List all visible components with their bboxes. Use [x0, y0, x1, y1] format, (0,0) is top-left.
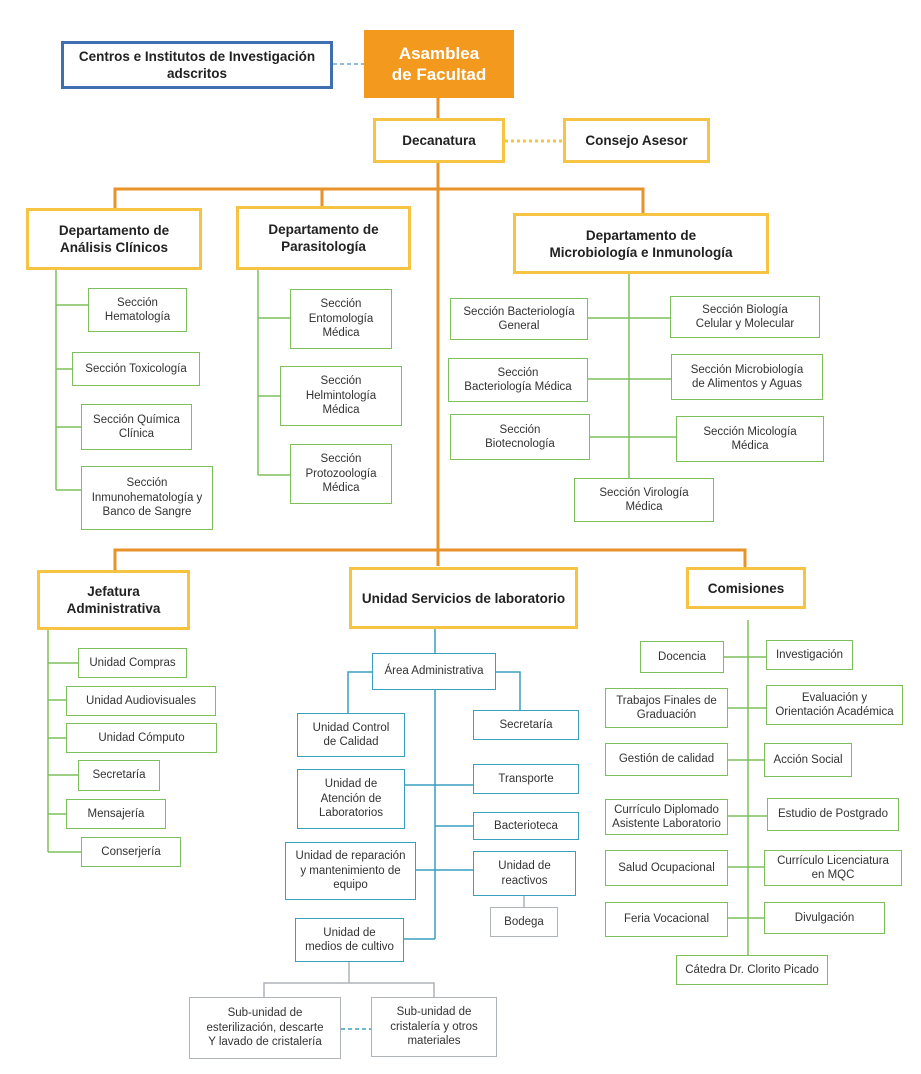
dep-microbiologia-box: Departamento de Microbiología e Inmunolo… — [513, 213, 769, 274]
trabajos-finales-box: Trabajos Finales de Graduación — [605, 688, 728, 728]
seccion-toxicologia-box: Sección Toxicología — [72, 352, 200, 386]
dep-analisis-clinicos-box: Departamento de Análisis Clínicos — [26, 208, 202, 270]
seccion-hematologia-box: Sección Hematología — [88, 288, 187, 332]
conserjeria-box: Conserjería — [81, 837, 181, 867]
comisiones-box: Comisiones — [686, 567, 806, 609]
feria-vocacional-box: Feria Vocacional — [605, 902, 728, 937]
seccion-biotecnologia-box: Sección Biotecnología — [450, 414, 590, 460]
jefatura-secretaria-box: Secretaría — [78, 760, 160, 791]
bodega-box: Bodega — [490, 907, 558, 937]
estudio-postgrado-box: Estudio de Postgrado — [767, 798, 899, 831]
dep-parasitologia-box: Departamento de Parasitología — [236, 206, 411, 270]
transporte-box: Transporte — [473, 764, 579, 794]
servicios-secretaria-box: Secretaría — [473, 710, 579, 740]
centros-institutos-box: Centros e Institutos de Investigación ad… — [61, 41, 333, 89]
seccion-inmunohematologia-box: Sección Inmunohematología y Banco de San… — [81, 466, 213, 530]
bacterioteca-box: Bacterioteca — [473, 812, 579, 840]
unidad-control-calidad-box: Unidad Control de Calidad — [297, 713, 405, 757]
divulgacion-box: Divulgación — [764, 902, 885, 934]
evaluacion-orientacion-box: Evaluación y Orientación Académica — [766, 685, 903, 725]
unidad-audiovisuales-box: Unidad Audiovisuales — [66, 686, 216, 716]
catedra-clorito-picado-box: Cátedra Dr. Clorito Picado — [676, 955, 828, 985]
seccion-micologia-box: Sección Micología Médica — [676, 416, 824, 462]
seccion-helmintologia-box: Sección Helmintología Médica — [280, 366, 402, 426]
gestion-calidad-box: Gestión de calidad — [605, 743, 728, 776]
docencia-box: Docencia — [640, 641, 724, 673]
mensajeria-box: Mensajería — [66, 799, 166, 829]
unidad-servicios-laboratorio-box: Unidad Servicios de laboratorio — [349, 567, 578, 629]
accion-social-box: Acción Social — [764, 743, 852, 777]
subunidad-cristaleria-box: Sub-unidad de cristalería y otros materi… — [371, 997, 497, 1057]
investigacion-box: Investigación — [766, 640, 853, 670]
unidad-compras-box: Unidad Compras — [78, 648, 187, 678]
unidad-reparacion-mantenimiento-box: Unidad de reparación y mantenimiento de … — [285, 842, 416, 900]
unidad-atencion-laboratorios-box: Unidad de Atención de Laboratorios — [297, 769, 405, 829]
subunidad-esterilizacion-box: Sub-unidad de esterilización, descarte Y… — [189, 997, 341, 1059]
jefatura-administrativa-box: Jefatura Administrativa — [37, 570, 190, 630]
curriculo-diplomado-box: Currículo Diplomado Asistente Laboratori… — [605, 799, 728, 835]
asamblea-de-facultad-box: Asamblea de Facultad — [364, 30, 514, 98]
salud-ocupacional-box: Salud Ocupacional — [605, 850, 728, 886]
seccion-protozoologia-box: Sección Protozoología Médica — [290, 444, 392, 504]
seccion-entomologia-box: Sección Entomología Médica — [290, 289, 392, 349]
unidad-medios-cultivo-box: Unidad de medios de cultivo — [295, 918, 404, 962]
seccion-biologia-celular-box: Sección Biología Celular y Molecular — [670, 296, 820, 338]
seccion-bacteriologia-general-box: Sección Bacteriología General — [450, 298, 588, 340]
area-administrativa-box: Área Administrativa — [372, 653, 496, 690]
seccion-microbiologia-alimentos-box: Sección Microbiología de Alimentos y Agu… — [671, 354, 823, 400]
unidad-reactivos-box: Unidad de reactivos — [473, 851, 576, 896]
seccion-virologia-box: Sección Virología Médica — [574, 478, 714, 522]
seccion-bacteriologia-medica-box: Sección Bacteriología Médica — [448, 358, 588, 402]
unidad-computo-box: Unidad Cómputo — [66, 723, 217, 753]
consejo-asesor-box: Consejo Asesor — [563, 118, 710, 163]
seccion-quimica-clinica-box: Sección Química Clínica — [81, 404, 192, 450]
decanatura-box: Decanatura — [373, 118, 505, 163]
curriculo-licenciatura-box: Currículo Licenciatura en MQC — [764, 850, 902, 886]
